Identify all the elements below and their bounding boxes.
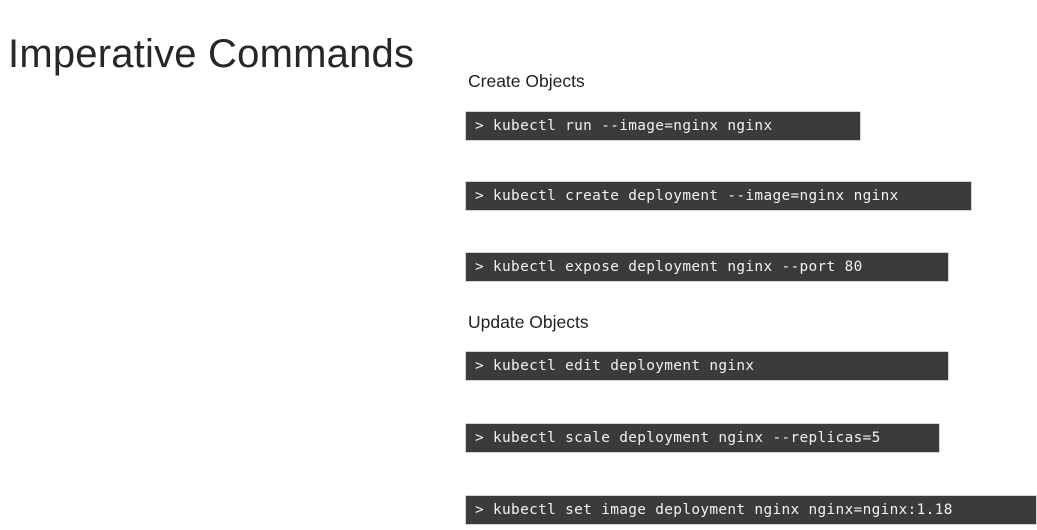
command-bar-kubectl-expose-deployment[interactable]: > kubectl expose deployment nginx --port… (465, 252, 949, 282)
command-text: > kubectl scale deployment nginx --repli… (475, 430, 881, 446)
section-heading-create-objects: Create Objects (468, 71, 585, 91)
command-bar-kubectl-run[interactable]: > kubectl run --image=nginx nginx (465, 111, 861, 141)
command-bar-kubectl-create-deployment[interactable]: > kubectl create deployment --image=ngin… (465, 181, 972, 211)
command-text: > kubectl expose deployment nginx --port… (475, 259, 863, 275)
command-bar-kubectl-edit-deployment[interactable]: > kubectl edit deployment nginx (465, 351, 949, 381)
page-title: Imperative Commands (8, 31, 415, 76)
command-bar-kubectl-set-image[interactable]: > kubectl set image deployment nginx ngi… (465, 495, 1037, 525)
command-bar-kubectl-scale-deployment[interactable]: > kubectl scale deployment nginx --repli… (465, 423, 940, 453)
section-heading-update-objects: Update Objects (468, 312, 589, 332)
command-text: > kubectl run --image=nginx nginx (475, 118, 773, 134)
command-text: > kubectl create deployment --image=ngin… (475, 188, 899, 204)
command-text: > kubectl set image deployment nginx ngi… (475, 502, 953, 518)
command-text: > kubectl edit deployment nginx (475, 358, 755, 374)
